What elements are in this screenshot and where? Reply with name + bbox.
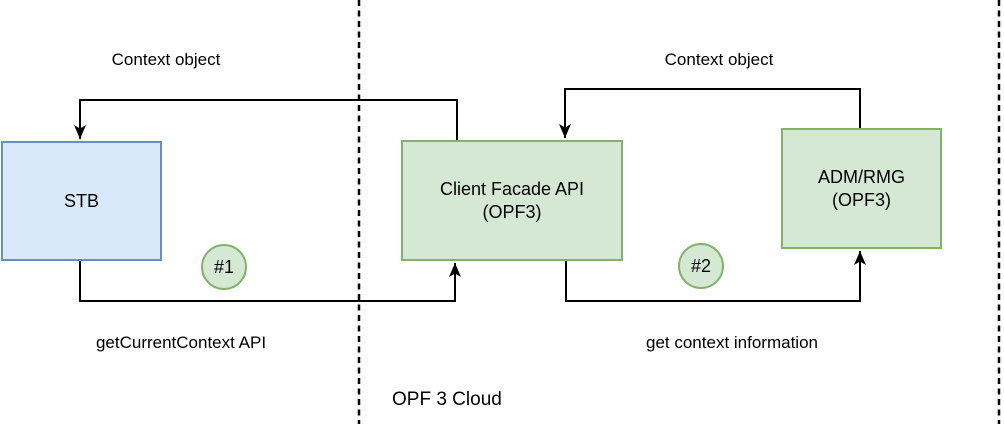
node-stb: STB (1, 141, 162, 261)
badge-step-2: #2 (678, 243, 724, 289)
label-context-object-left: Context object (111, 50, 221, 69)
node-adm-rmg-label: ADM/RMG (818, 167, 905, 187)
badge-step-1: #1 (201, 244, 247, 290)
arrow-getcurrentcontext-to-client-facade (79, 261, 461, 302)
node-adm-rmg-sublabel: (OPF3) (831, 189, 891, 210)
arrow-context-object-to-stb (74, 99, 458, 140)
node-stb-label: STB (63, 190, 99, 211)
label-getcurrentcontext-api: getCurrentContext API (95, 333, 267, 352)
node-adm-rmg: ADM/RMG (OPF3) (781, 128, 942, 249)
node-client-facade-api: Client Facade API (OPF3) (401, 140, 623, 261)
arrow-get-context-info-to-adm-rmg (565, 251, 866, 302)
badge-step-1-label: #1 (213, 256, 235, 277)
cloud-region-label: OPF 3 Cloud (392, 389, 502, 410)
label-get-context-information: get context information (646, 333, 818, 352)
node-client-facade-api-sublabel: (OPF3) (482, 201, 542, 222)
arrow-context-object-to-client-facade (559, 88, 861, 138)
node-client-facade-api-label: Client Facade API (439, 179, 585, 199)
label-context-object-right: Context object (664, 50, 774, 69)
badge-step-2-label: #2 (690, 255, 712, 276)
